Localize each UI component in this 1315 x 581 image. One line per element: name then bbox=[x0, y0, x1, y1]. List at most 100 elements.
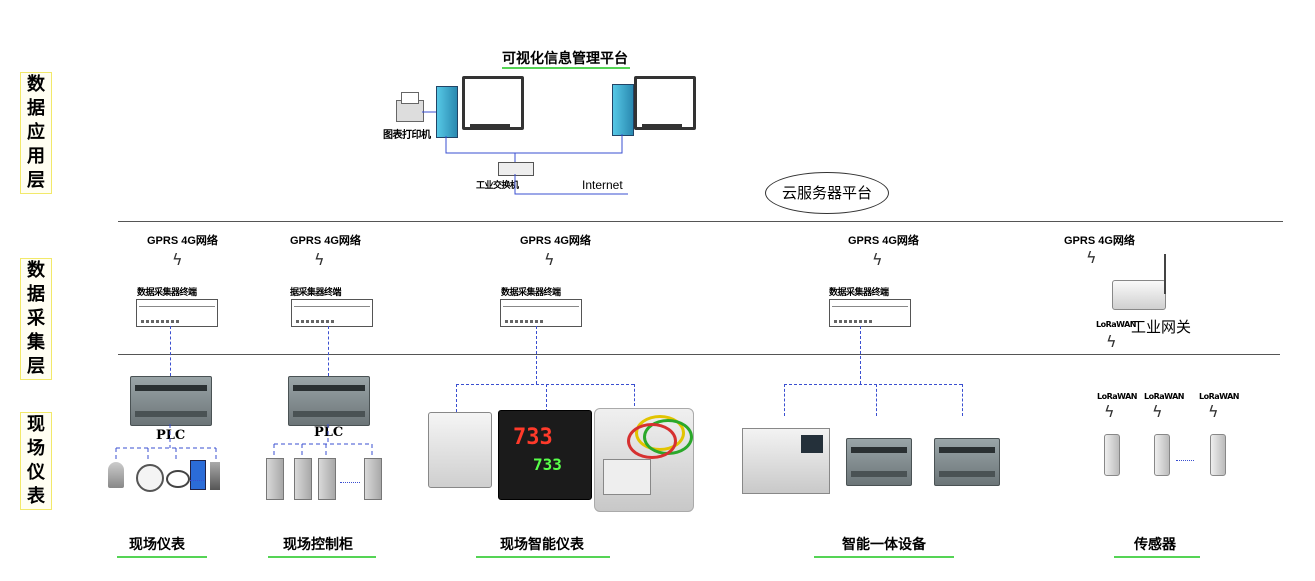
cloud-server-platform: 云服务器平台 bbox=[765, 172, 889, 214]
network-label: GPRS 4G网络 bbox=[290, 235, 361, 247]
signal-bolt-icon: ϟ bbox=[1152, 402, 1163, 421]
connector bbox=[546, 384, 547, 412]
plc-device bbox=[934, 438, 1000, 486]
category-underline bbox=[814, 556, 954, 558]
signal-bolt-icon: ϟ bbox=[1086, 248, 1097, 267]
printer-paper bbox=[401, 92, 419, 104]
signal-bolt-icon: ϟ bbox=[544, 250, 555, 269]
printer-label: 图表打印机 bbox=[383, 130, 431, 141]
layer-char: 用 bbox=[27, 146, 45, 167]
dots bbox=[190, 480, 204, 481]
gateway-lorawan-label: LoRaWAN bbox=[1096, 320, 1137, 329]
inverter-icon bbox=[190, 460, 206, 490]
category-label: 传感器 bbox=[1134, 537, 1176, 553]
gauge-icon bbox=[136, 464, 164, 492]
data-collector-terminal bbox=[291, 299, 373, 327]
layer-char: 应 bbox=[27, 122, 45, 143]
control-cabinet-icon bbox=[318, 458, 336, 500]
connector bbox=[456, 384, 457, 412]
layer-char: 表 bbox=[27, 486, 45, 507]
dots bbox=[340, 482, 360, 483]
sensor-lorawan-label: LoRaWAN bbox=[1144, 392, 1185, 401]
category-label: 现场控制柜 bbox=[283, 537, 353, 553]
monitor-stand-right bbox=[642, 124, 682, 130]
connector bbox=[634, 384, 635, 406]
layer-char: 集 bbox=[27, 332, 45, 353]
gateway-label: 工业网关 bbox=[1131, 318, 1192, 336]
signal-bolt-icon: ϟ bbox=[172, 250, 183, 269]
connector bbox=[784, 384, 962, 385]
layer-char: 层 bbox=[27, 170, 45, 191]
signal-bolt-icon: ϟ bbox=[314, 250, 325, 269]
plc-label: PLC bbox=[314, 425, 344, 440]
network-label: GPRS 4G网络 bbox=[848, 235, 919, 247]
platform-title: 可视化信息管理平台 bbox=[502, 51, 628, 67]
layer-char: 现 bbox=[27, 414, 45, 435]
data-collector-terminal bbox=[136, 299, 218, 327]
line-left-computer-to-switch bbox=[445, 136, 516, 162]
layer-data-application: 数 据 应 用 层 bbox=[20, 72, 52, 194]
plc-device bbox=[130, 376, 212, 426]
sensor-lorawan-label: LoRaWAN bbox=[1199, 392, 1240, 401]
cloud-label: 云服务器平台 bbox=[781, 184, 872, 202]
panel-meter-icon: 733 733 bbox=[498, 410, 592, 500]
sensor-lorawan-label: LoRaWAN bbox=[1097, 392, 1138, 401]
computer-tower-right bbox=[612, 84, 634, 136]
connector bbox=[784, 384, 785, 416]
network-label: GPRS 4G网络 bbox=[147, 235, 218, 247]
signal-bolt-icon: ϟ bbox=[1208, 402, 1219, 421]
flowmeter-icon bbox=[210, 462, 220, 490]
category-underline bbox=[268, 556, 376, 558]
monitor-stand-left bbox=[470, 124, 510, 130]
switch-label: 工业交换机 bbox=[476, 181, 519, 191]
data-collector-terminal bbox=[500, 299, 582, 327]
dots bbox=[1176, 460, 1194, 461]
wireless-sensor-icon bbox=[1210, 434, 1226, 476]
connector bbox=[456, 384, 634, 385]
layer-field-instruments: 现 场 仪 表 bbox=[20, 412, 52, 510]
category-label: 现场智能仪表 bbox=[500, 537, 584, 553]
cable-sensor-icon bbox=[166, 470, 190, 488]
din-rail-meter-icon bbox=[428, 412, 492, 488]
network-label: GPRS 4G网络 bbox=[1064, 235, 1135, 247]
control-cabinet-icon bbox=[294, 458, 312, 500]
meter-display-1: 733 bbox=[513, 425, 553, 450]
rogowski-meter-icon bbox=[594, 408, 694, 512]
category-underline bbox=[476, 556, 610, 558]
gateway-antenna bbox=[1164, 254, 1166, 294]
industrial-switch-icon bbox=[498, 162, 534, 176]
collector-label: 据采集器终端 bbox=[290, 288, 342, 298]
layer-char: 据 bbox=[27, 98, 45, 119]
plc-device bbox=[846, 438, 912, 486]
plc-device bbox=[288, 376, 370, 426]
control-cabinet-icon bbox=[364, 458, 382, 500]
category-label: 智能一体设备 bbox=[842, 537, 926, 553]
layer-char: 数 bbox=[27, 74, 45, 95]
category-label: 现场仪表 bbox=[129, 537, 185, 553]
layer-char: 层 bbox=[27, 356, 45, 377]
collector-label: 数据采集器终端 bbox=[501, 288, 561, 298]
wireless-sensor-icon bbox=[1154, 434, 1170, 476]
control-cabinet-icon bbox=[266, 458, 284, 500]
pressure-transmitter-icon bbox=[108, 462, 124, 488]
wireless-sensor-icon bbox=[1104, 434, 1120, 476]
connector bbox=[860, 326, 861, 384]
industrial-gateway-icon bbox=[1112, 280, 1166, 310]
layer-data-collection: 数 据 采 集 层 bbox=[20, 258, 52, 380]
computer-tower-left bbox=[436, 86, 458, 138]
layer-char: 采 bbox=[27, 308, 45, 329]
layer-char: 场 bbox=[27, 438, 45, 459]
collector-label: 数据采集器终端 bbox=[829, 288, 889, 298]
analyzer-cabinet-icon bbox=[742, 428, 830, 494]
layer-char: 据 bbox=[27, 284, 45, 305]
data-collector-terminal bbox=[829, 299, 911, 327]
layer-char: 数 bbox=[27, 260, 45, 281]
plc-label: PLC bbox=[156, 428, 186, 443]
meter-display-2: 733 bbox=[533, 455, 562, 474]
connector bbox=[876, 384, 877, 416]
signal-bolt-icon: ϟ bbox=[1104, 402, 1115, 421]
line-right-computer-to-switch bbox=[515, 134, 623, 154]
platform-underline bbox=[502, 67, 630, 69]
